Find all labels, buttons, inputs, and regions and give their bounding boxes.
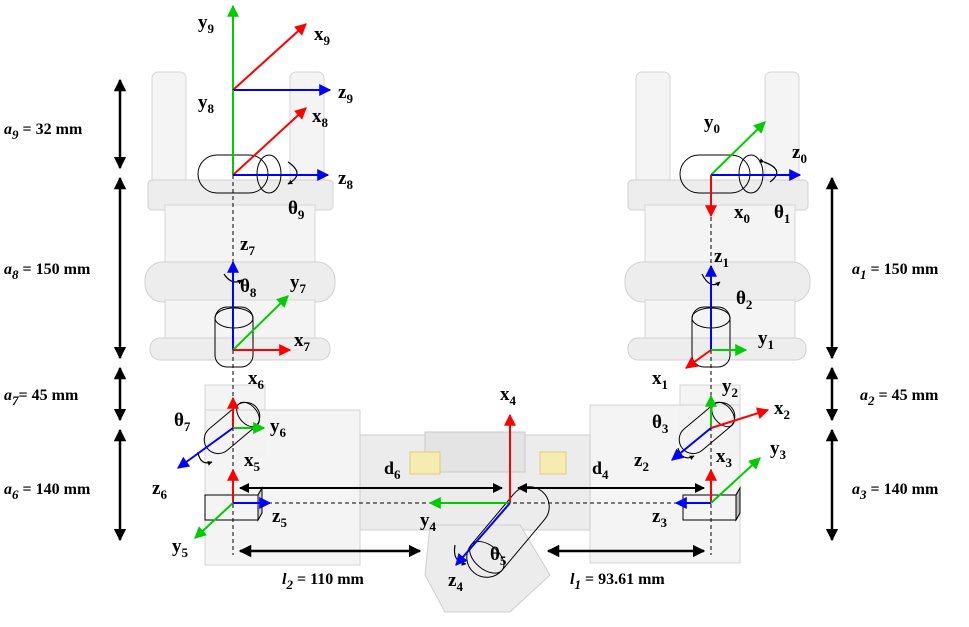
- axis-x2: [710, 407, 770, 429]
- label-y4: y4: [420, 510, 437, 534]
- label-x9: x9: [314, 24, 331, 48]
- axis-x1: [685, 349, 712, 369]
- label-z8: z8: [338, 168, 353, 192]
- label-y8: y8: [198, 92, 215, 116]
- label-theta7: θ7: [174, 410, 191, 434]
- label-x0: x0: [734, 202, 750, 226]
- label-y2: y2: [722, 376, 738, 400]
- label-z3: z3: [652, 506, 667, 530]
- theta1-rotation-arrow: [759, 158, 778, 183]
- label-y6: y6: [270, 416, 287, 440]
- label-y9: y9: [198, 12, 215, 36]
- axis-y3: [710, 457, 761, 504]
- label-theta5: θ5: [490, 544, 507, 568]
- axis-y7: [232, 295, 289, 351]
- dimension-arrows: [113, 78, 839, 558]
- dim-label-a6: a6 = 140 mm: [4, 481, 91, 502]
- label-z4: z4: [448, 570, 463, 594]
- coordinate-axes: [177, 4, 802, 566]
- dim-label-d4: d4: [592, 458, 609, 482]
- label-z7: z7: [240, 234, 255, 258]
- frame-labels: y9 x9 z9 y8 x8 z8 θ9 z7 θ8 y7 x7 x6 θ7 y…: [152, 12, 807, 594]
- label-z6: z6: [152, 478, 167, 502]
- axis-y0: [710, 121, 766, 176]
- axis-z2: [671, 427, 712, 461]
- label-x4: x4: [500, 384, 517, 408]
- dim-label-a1: a1 = 150 mm: [852, 261, 939, 282]
- dim-label-a7: a7= 45 mm: [4, 387, 79, 408]
- label-x8: x8: [312, 106, 329, 130]
- label-x7: x7: [294, 330, 311, 354]
- axis-x8: [232, 107, 307, 176]
- label-y0: y0: [704, 112, 720, 136]
- label-x2: x2: [774, 398, 790, 422]
- axis-z4: [455, 502, 511, 566]
- right-gripper: [624, 71, 811, 456]
- axis-y5: [194, 502, 234, 539]
- label-y3: y3: [770, 438, 787, 462]
- label-y5: y5: [172, 536, 189, 560]
- label-theta8: θ8: [240, 276, 257, 300]
- dimension-labels: a9 = 32 mm a8 = 150 mm a7= 45 mm a6 = 14…: [4, 121, 939, 592]
- label-x5: x5: [244, 450, 261, 474]
- label-z0: z0: [792, 142, 807, 166]
- dim-label-d6: d6: [384, 458, 401, 482]
- label-x1: x1: [652, 368, 668, 392]
- dim-label-a9: a9 = 32 mm: [4, 121, 83, 142]
- theta9-rotation-arrow: [287, 161, 298, 185]
- label-theta1: θ1: [774, 202, 790, 226]
- label-z1: z1: [714, 246, 729, 270]
- axis-x9: [232, 23, 307, 91]
- label-z2: z2: [634, 450, 649, 474]
- dim-label-a3: a3 = 140 mm: [852, 481, 939, 502]
- dim-label-l2: l2 = 110 mm: [282, 571, 365, 592]
- label-y1: y1: [758, 328, 774, 352]
- label-theta3: θ3: [652, 412, 669, 436]
- label-theta2: θ2: [736, 288, 752, 312]
- label-theta9: θ9: [288, 198, 305, 222]
- axis-z6: [177, 427, 234, 469]
- label-z9: z9: [338, 82, 353, 106]
- prismatic-box-right: [682, 486, 741, 522]
- left-gripper: [144, 71, 336, 456]
- dim-label-l1: l1 = 93.61 mm: [570, 571, 665, 592]
- label-x6: x6: [248, 368, 265, 392]
- label-y7: y7: [290, 272, 307, 296]
- label-x3: x3: [716, 446, 733, 470]
- dim-label-a8: a8 = 150 mm: [4, 261, 91, 282]
- dim-label-a2: a2 = 45 mm: [860, 387, 939, 408]
- label-z5: z5: [272, 506, 287, 530]
